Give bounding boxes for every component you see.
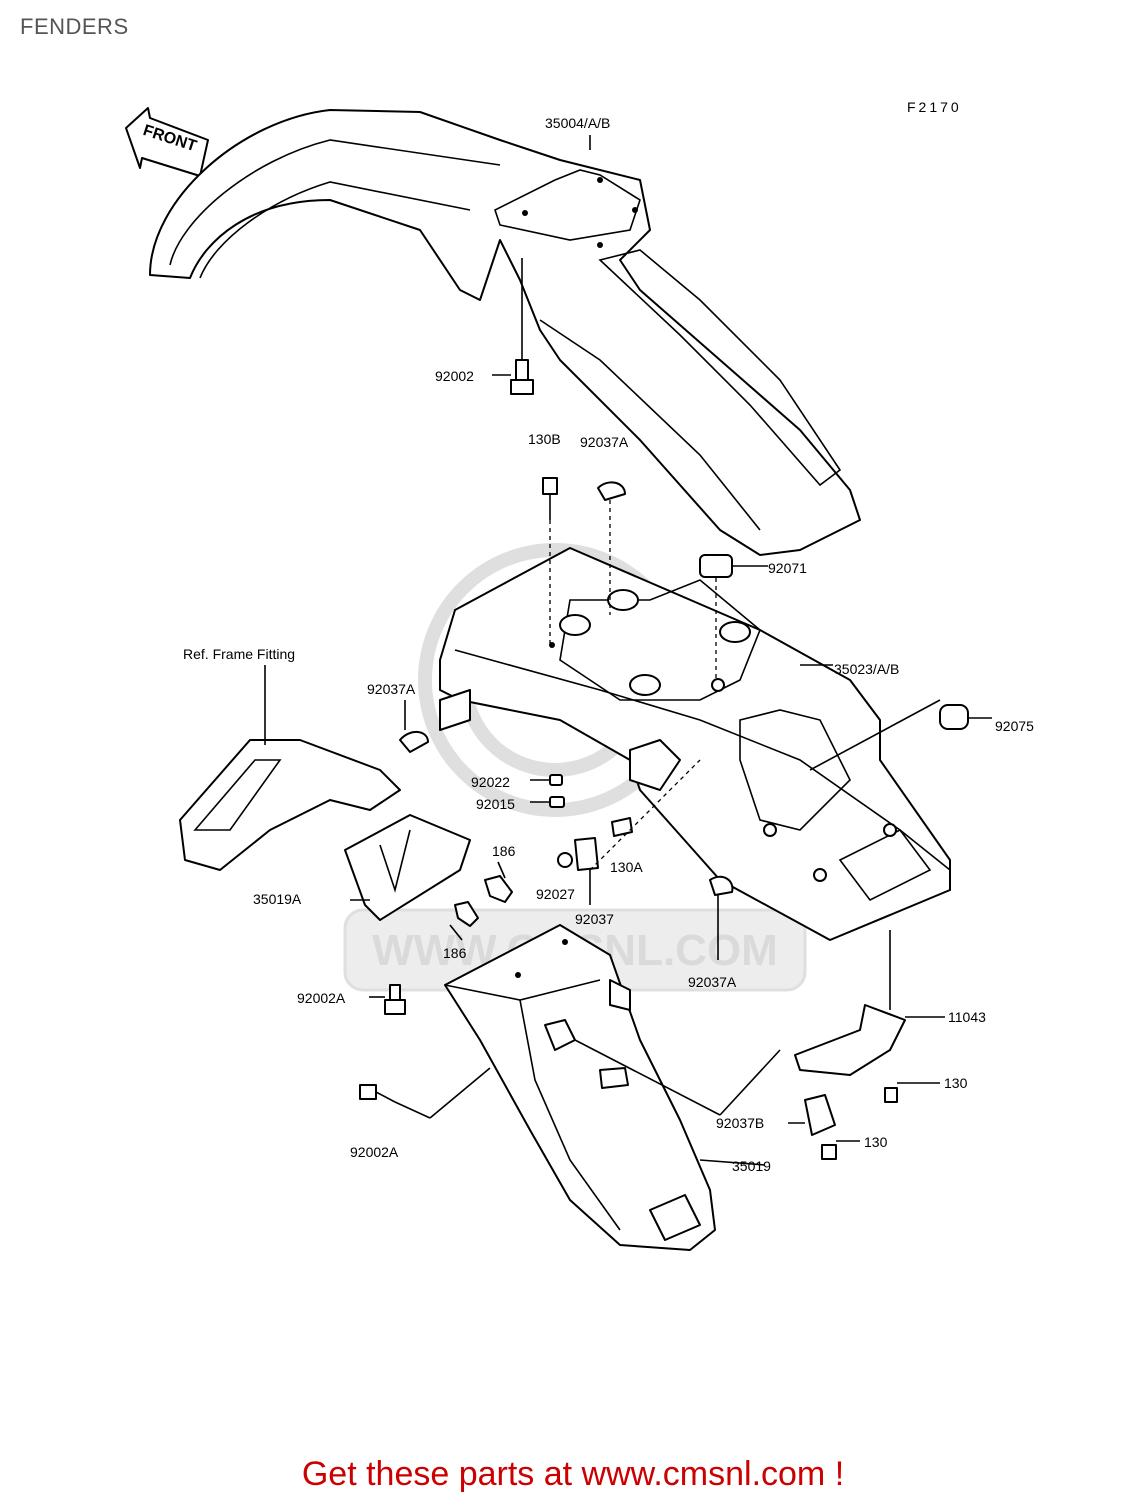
callout-35023: 35023/A/B xyxy=(834,661,899,677)
footer-parts-link[interactable]: Get these parts at www.cmsnl.com ! xyxy=(301,1455,845,1493)
callout-92037: 92037 xyxy=(575,911,614,927)
clip-92037A-top xyxy=(597,481,626,615)
bracket-35019A xyxy=(344,814,513,927)
callout-92002: 92002 xyxy=(435,368,474,384)
callout-92037B: 92037B xyxy=(716,1115,764,1131)
callout-186-bottom: 186 xyxy=(443,945,467,961)
callout-130A: 130A xyxy=(610,859,643,875)
front-arrow: FRONT xyxy=(125,107,209,177)
callout-92037A-bottom: 92037A xyxy=(688,974,737,990)
bolt-130-right xyxy=(884,1082,940,1103)
center-hardware xyxy=(399,700,734,960)
page-title: FENDERS xyxy=(20,14,129,39)
callout-186-top: 186 xyxy=(492,843,516,859)
callout-92075: 92075 xyxy=(995,718,1034,734)
bolt-92002 xyxy=(492,359,534,395)
bolt-92002A-bottom xyxy=(359,1067,491,1119)
callout-130B: 130B xyxy=(528,431,561,447)
bolt-130-bottom xyxy=(821,1140,860,1160)
callout-92027: 92027 xyxy=(536,886,575,902)
callout-130-bottom: 130 xyxy=(864,1134,888,1150)
callout-35004: 35004/A/B xyxy=(545,115,610,131)
callout-92037A-top: 92037A xyxy=(580,434,629,450)
frame-fitting-ref xyxy=(179,665,401,871)
figure-code: F2170 xyxy=(907,99,962,115)
damper-92075 xyxy=(809,699,992,771)
callout-92022: 92022 xyxy=(471,774,510,790)
callout-35019: 35019 xyxy=(732,1158,771,1174)
clamp-92037B xyxy=(788,1094,836,1136)
bolt-130B xyxy=(542,477,558,645)
callout-92037A-left: 92037A xyxy=(367,681,416,697)
damper-92071 xyxy=(699,554,768,680)
rear-fender-35023 xyxy=(439,547,951,941)
front-fender-35004 xyxy=(149,109,861,556)
callout-92071: 92071 xyxy=(768,560,807,576)
callout-ref-frame-fitting: Ref. Frame Fitting xyxy=(183,646,295,662)
callout-92002A-bottom: 92002A xyxy=(350,1144,399,1160)
callout-92002A-top: 92002A xyxy=(297,990,346,1006)
callout-11043: 11043 xyxy=(948,1009,986,1025)
bracket-11043 xyxy=(574,930,945,1116)
callout-130-right: 130 xyxy=(944,1075,968,1091)
bolt-92002A-top xyxy=(369,984,406,1015)
callout-92015: 92015 xyxy=(476,796,515,812)
callout-35019A: 35019A xyxy=(253,891,302,907)
rear-fender-35019 xyxy=(444,924,716,1251)
leader-lines xyxy=(350,861,766,1166)
